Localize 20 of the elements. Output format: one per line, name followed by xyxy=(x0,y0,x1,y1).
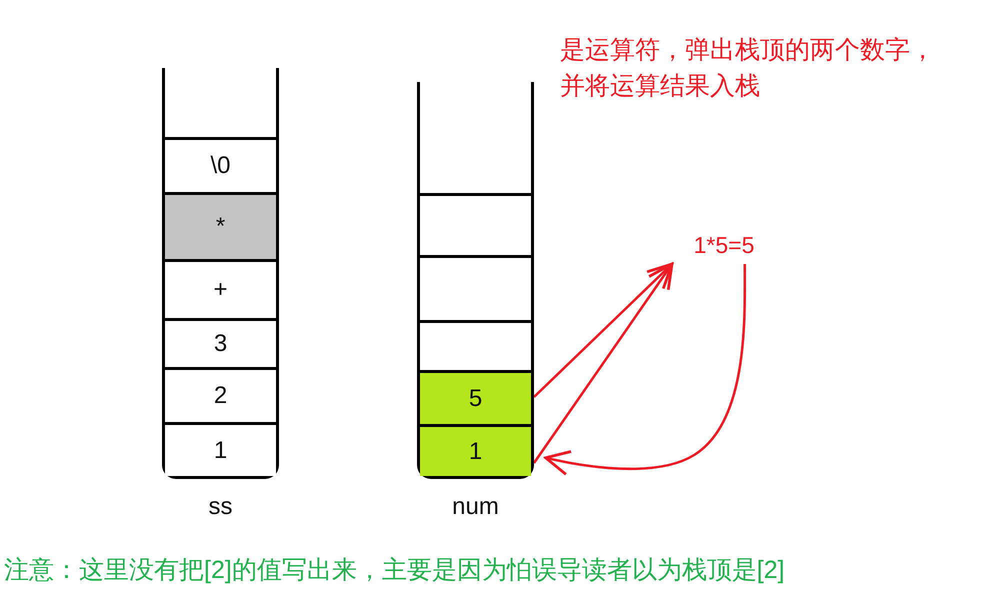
cell-value: 3 xyxy=(214,332,228,356)
stack-cell xyxy=(165,192,276,259)
cell-value: + xyxy=(213,278,228,302)
cell-value: 2 xyxy=(214,384,228,408)
equation-text: 1*5=5 xyxy=(694,232,754,258)
stack-label: ss xyxy=(208,493,232,520)
arrow xyxy=(544,264,746,476)
annotation-text: 是运算符，弹出栈顶的两个数字，并将运算结果入栈 xyxy=(560,35,936,102)
note-text: 注意：这里没有把[2]的值写出来，主要是因为怕误导读者以为栈顶是[2] xyxy=(4,555,786,586)
cell-value: 1 xyxy=(214,438,228,462)
stack-cell xyxy=(165,422,276,476)
stack-cell xyxy=(420,370,531,424)
arrow xyxy=(533,262,674,398)
cell-value: \0 xyxy=(210,154,230,178)
cell-value: * xyxy=(216,215,226,239)
stack-label: num xyxy=(452,493,499,520)
stack-cell xyxy=(420,424,531,476)
cell-value: 5 xyxy=(468,386,482,410)
arrow xyxy=(532,262,674,464)
cell-value: 1 xyxy=(468,440,482,464)
